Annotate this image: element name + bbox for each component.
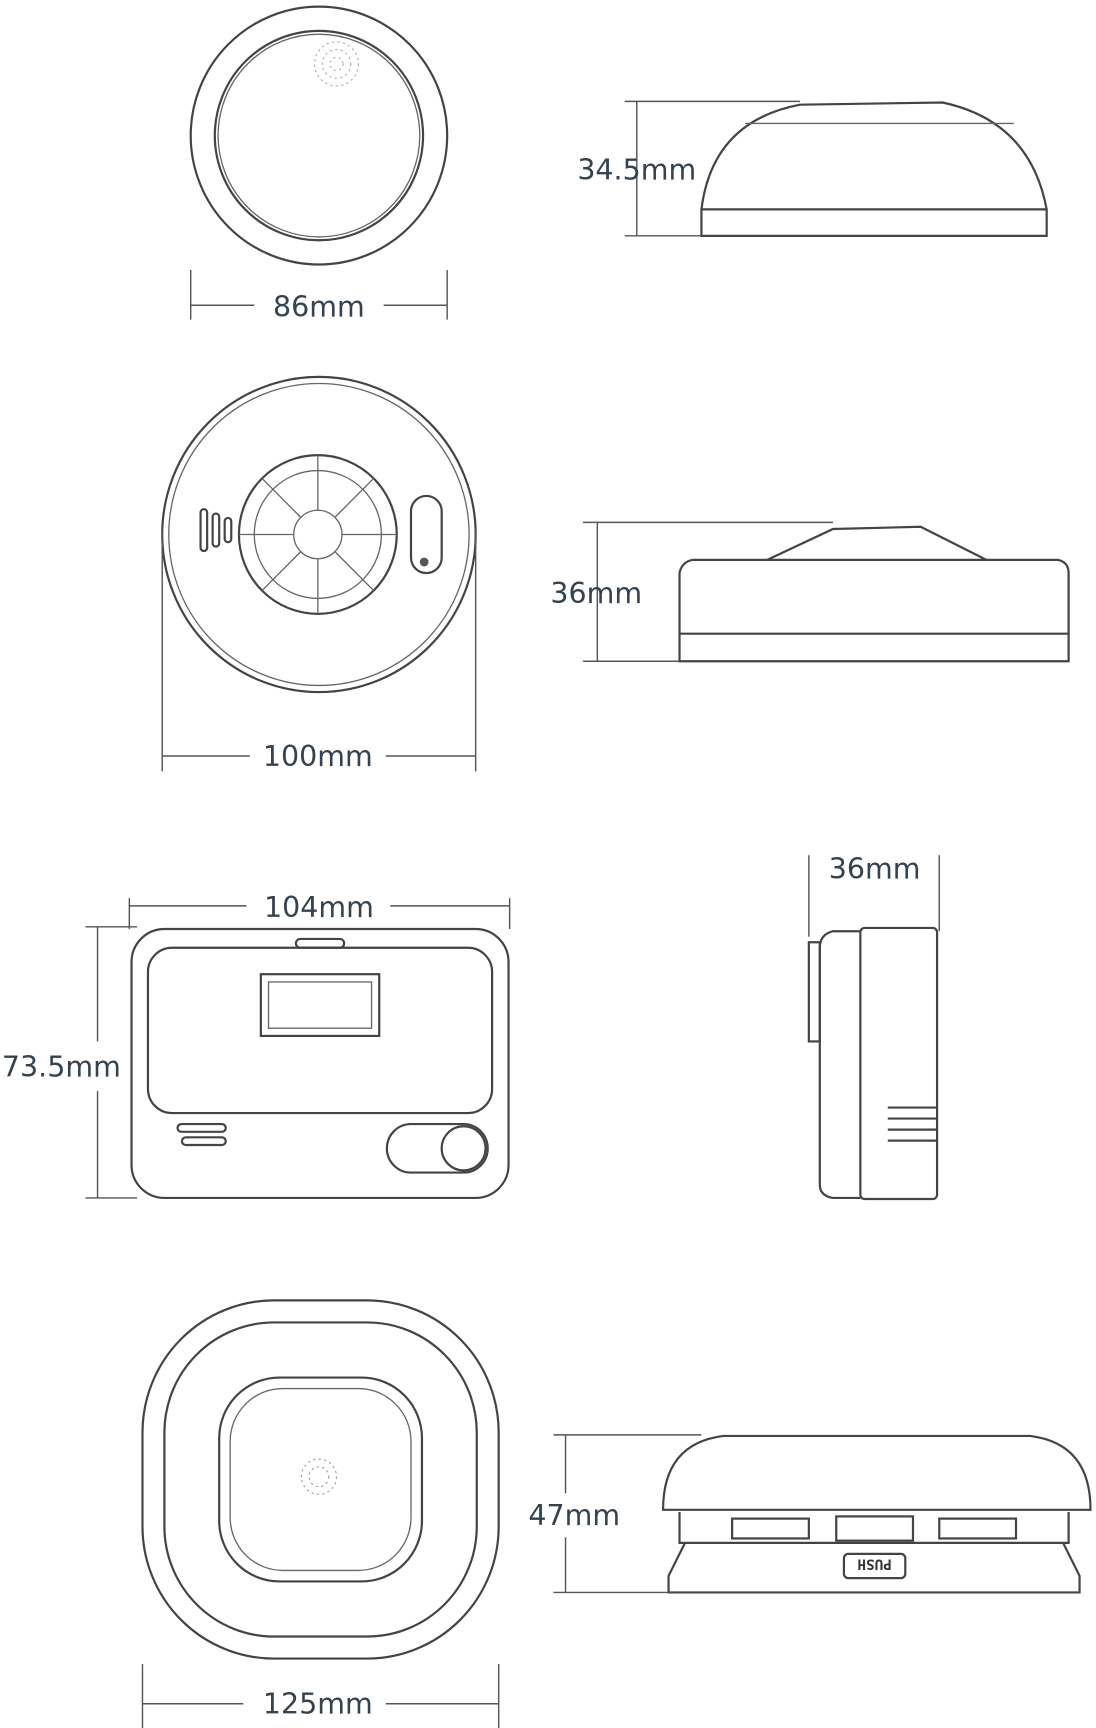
height-label: 73.5mm xyxy=(2,1050,121,1084)
vent-slots-icon xyxy=(176,1122,227,1147)
round-alarm-top-view: 86mm xyxy=(189,5,449,323)
height-label: 47mm xyxy=(528,1498,620,1532)
heat-alarm-top-view: 100mm xyxy=(161,375,477,773)
speaker-grille-icon xyxy=(300,1458,338,1495)
width-label: 86mm xyxy=(273,289,365,323)
depth-label: 36mm xyxy=(829,851,921,885)
sound-slots-icon xyxy=(199,508,233,553)
width-label: 100mm xyxy=(263,739,373,773)
co-alarm-side-view: 36mm xyxy=(807,851,940,1201)
heat-alarm-side-view: 36mm xyxy=(550,521,1070,663)
push-label: PUSH xyxy=(857,1555,891,1571)
speaker-grille-icon xyxy=(314,41,359,87)
round-alarm-side-view: 34.5mm xyxy=(577,100,1048,237)
square-alarm-top-view: 125mm xyxy=(141,1299,500,1728)
test-button-icon xyxy=(385,1122,489,1174)
vent-slots-icon xyxy=(238,455,397,614)
co-alarm-front-view: 104mm 73.5mm xyxy=(2,890,511,1200)
width-label: 104mm xyxy=(264,890,374,924)
square-alarm-side-view: PUSH 47mm xyxy=(528,1434,1092,1594)
width-label: 125mm xyxy=(263,1687,373,1721)
height-label: 34.5mm xyxy=(577,153,696,187)
height-label: 36mm xyxy=(550,576,642,610)
test-button-icon xyxy=(409,494,443,575)
